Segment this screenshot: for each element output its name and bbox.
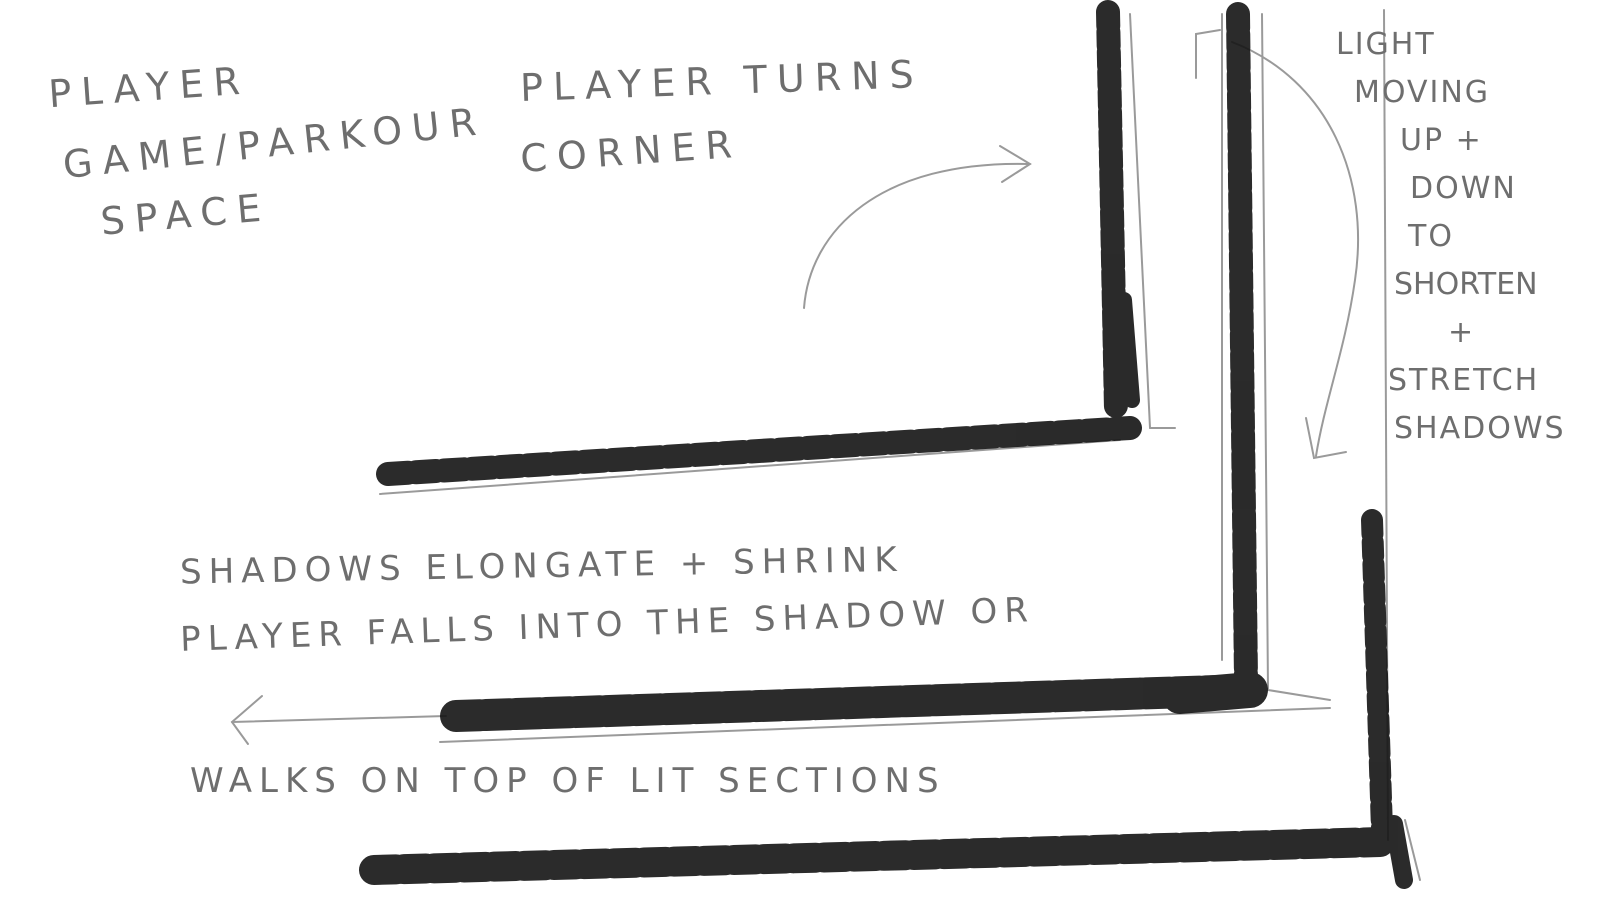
- note-shadows-line-1: SHADOWS ELONGATE + SHRINK: [179, 539, 904, 593]
- note-light-line-8: STRETCH: [1388, 363, 1540, 398]
- upper-wall-shadow-base: [1116, 292, 1140, 408]
- note-light-line-7: +: [1448, 315, 1476, 350]
- right-wall-shadow: [1361, 509, 1393, 841]
- right-wall-foot: [1404, 819, 1421, 881]
- upper-wall-shadow: [1096, 0, 1128, 422]
- note-light-line-5: TO: [1408, 219, 1454, 254]
- note-light-line-3: UP +: [1400, 123, 1483, 158]
- upper-wall-edge: [1129, 13, 1151, 429]
- upper-floor-shadow: [376, 416, 1142, 486]
- note-light-moving: LIGHT MOVING UP + DOWN TO SHORTEN + STRE…: [1336, 30, 1566, 462]
- upper-floor-edge: [379, 439, 1121, 495]
- fall-arrow-line: [231, 715, 447, 723]
- shadow-hatching: [359, 0, 1413, 889]
- note-light-line-2: MOVING: [1354, 75, 1491, 110]
- note-space-line-2: GAME/PARKOUR: [60, 98, 489, 188]
- note-light-line-9: SHADOWS: [1394, 411, 1566, 446]
- note-shadows-elongate: SHADOWS ELONGATE + SHRINK PLAYER FALLS I…: [180, 540, 1036, 660]
- light-arrow-tail: [1195, 29, 1221, 79]
- note-light-line-1: LIGHT: [1336, 27, 1436, 62]
- fall-arrow-head: [230, 695, 263, 745]
- middle-corner-edge: [1267, 689, 1331, 701]
- note-walks-on-top: WALKS ON TOP OF LIT SECTIONS: [190, 761, 946, 801]
- note-light-line-6: SHORTEN: [1394, 267, 1538, 302]
- middle-corner-shadow: [1162, 672, 1268, 714]
- turn-arrow-head: [999, 145, 1032, 183]
- note-light-line-4: DOWN: [1410, 171, 1517, 206]
- bottom-corner-shadow: [1385, 815, 1413, 889]
- note-corner-line-1: PLAYER TURNS: [519, 51, 925, 111]
- middle-wall-shadow: [1226, 2, 1258, 692]
- wall-outlines: [230, 9, 1421, 881]
- light-arrow-head: [1305, 417, 1347, 460]
- middle-floor-shadow: [440, 674, 1264, 732]
- bottom-floor-shadow: [359, 827, 1395, 885]
- note-turns-corner: PLAYER TURNS CORNER: [519, 52, 924, 181]
- turn-arrow-curve: [803, 162, 1031, 309]
- middle-wall-right-edge: [1261, 13, 1269, 691]
- light-arrow-curve: [1231, 41, 1359, 457]
- note-parkour-space: PLAYER GAME/PARKOUR SPACE: [47, 58, 489, 243]
